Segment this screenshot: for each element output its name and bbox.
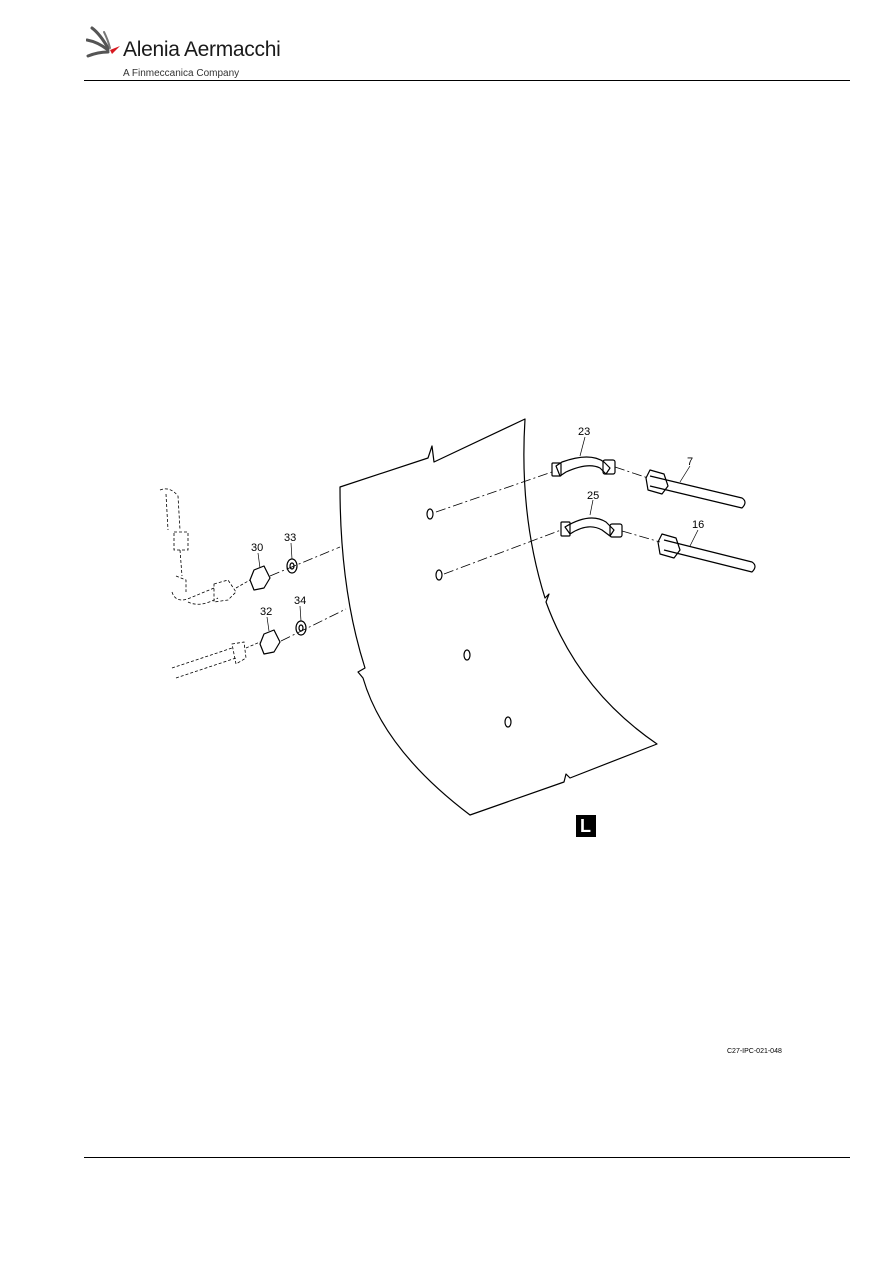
sleeve-30	[249, 565, 271, 591]
callout-7: 7	[687, 456, 693, 468]
callout-33: 33	[284, 532, 296, 544]
sleeve-32	[259, 629, 281, 655]
side-indicator-badge: L	[576, 815, 596, 837]
tube-nut-16	[657, 533, 681, 559]
callout-23: 23	[578, 426, 590, 438]
side-indicator-label: L	[580, 816, 591, 836]
brand-tagline: A Finmeccanica Company	[123, 68, 240, 79]
callout-30: 30	[251, 542, 263, 554]
footer-divider	[84, 1157, 850, 1158]
ring-33	[286, 558, 298, 574]
skin-panel	[339, 418, 658, 816]
elbow-fitting-23	[555, 456, 611, 477]
page-header: Alenia Aermacchi A Finmeccanica Company	[0, 0, 893, 82]
figure-reference: C27-IPC-021-048	[727, 1048, 782, 1055]
tube-nut-7	[645, 469, 669, 495]
panel-hole	[426, 508, 434, 520]
logo-mark-icon	[86, 26, 120, 58]
brand-name: Alenia Aermacchi	[123, 38, 281, 61]
company-logo: Alenia Aermacchi A Finmeccanica Company	[86, 24, 286, 80]
phantom-tube-upper	[159, 488, 181, 531]
elbow-fitting-25	[564, 517, 615, 537]
panel-hole	[504, 716, 512, 728]
tube-16	[663, 539, 756, 573]
callout-34: 34	[294, 595, 306, 607]
panel-hole	[463, 649, 471, 661]
header-divider	[84, 80, 850, 81]
tube-7	[649, 475, 746, 509]
callout-25: 25	[587, 490, 599, 502]
phantom-tube-lower	[171, 647, 237, 679]
callout-16: 16	[692, 519, 704, 531]
callout-32: 32	[260, 606, 272, 618]
panel-hole	[435, 569, 443, 581]
